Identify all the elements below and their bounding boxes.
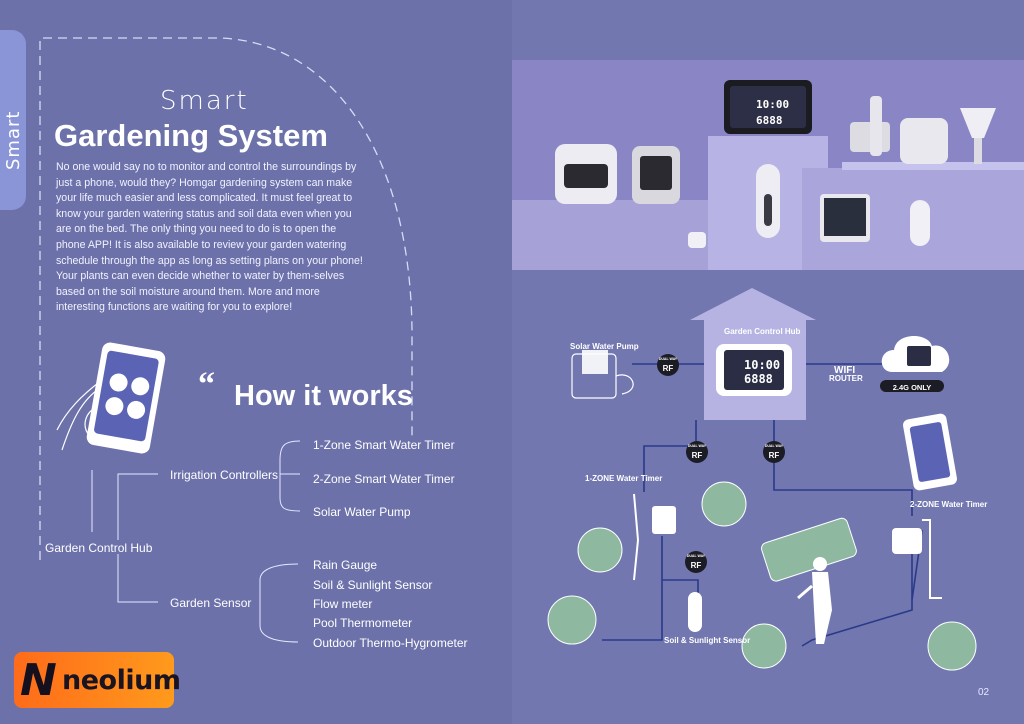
- smart-heading: Smart: [160, 86, 249, 116]
- how-it-works-title: How it works: [234, 380, 413, 412]
- label-2-zone-timer: 2-ZONE Water Timer: [910, 500, 988, 509]
- tree-item-solar-pump: Solar Water Pump: [313, 505, 411, 519]
- tree-item-2zone: 2-Zone Smart Water Timer: [313, 472, 455, 486]
- tree-item-1zone: 1-Zone Smart Water Timer: [313, 438, 455, 452]
- system-diagram: [547, 288, 977, 671]
- label-router: ROUTER: [829, 374, 863, 383]
- tree-item-rain-gauge: Rain Gauge: [313, 558, 378, 572]
- tree-item-soil-sensor: Soil & Sunlight Sensor: [313, 578, 433, 592]
- tree-item-pool-thermometer: Pool Thermometer: [313, 616, 413, 630]
- logo-wordmark: neolium: [62, 665, 181, 696]
- page-title: Gardening System: [54, 118, 328, 153]
- side-tab: Smart: [0, 30, 26, 210]
- left-page: [0, 0, 512, 724]
- label-1-zone-timer: 1-ZONE Water Timer: [585, 474, 663, 483]
- tree-garden-sensor: Garden Sensor: [170, 596, 252, 610]
- product-display-reading: 6888: [756, 114, 783, 127]
- tree-item-thermo-hygrometer: Outdoor Thermo-Hygrometer: [313, 636, 468, 650]
- neolium-logo: N neolium: [14, 652, 181, 708]
- tree-item-flow-meter: Flow meter: [313, 597, 373, 611]
- quote-mark: “: [198, 366, 215, 403]
- label-garden-control-hub: Garden Control Hub: [724, 327, 801, 336]
- intro-paragraph: No one would say no to monitor and contr…: [56, 161, 363, 314]
- tree-root-hub: Garden Control Hub: [45, 541, 153, 555]
- label-soil-sunlight-sensor: Soil & Sunlight Sensor: [664, 636, 751, 645]
- logo-glyph: N: [20, 655, 57, 706]
- tree-connectors: [91, 440, 301, 643]
- product-shelf-illustration: [512, 80, 1024, 270]
- label-wifi: WIFI: [834, 365, 856, 376]
- product-display-time: 10:00: [756, 98, 790, 111]
- label-solar-water-pump: Solar Water Pump: [570, 342, 639, 351]
- page-number: 02: [978, 687, 990, 698]
- decorative-arc: [39, 37, 413, 560]
- hub-display-reading: 6888: [744, 372, 773, 386]
- tree-irrigation-controllers: Irrigation Controllers: [170, 468, 279, 482]
- phone-in-hand-illustration: [56, 342, 166, 454]
- label-2-4g-only: 2.4G ONLY: [892, 383, 932, 392]
- hub-display-time: 10:00: [744, 358, 781, 372]
